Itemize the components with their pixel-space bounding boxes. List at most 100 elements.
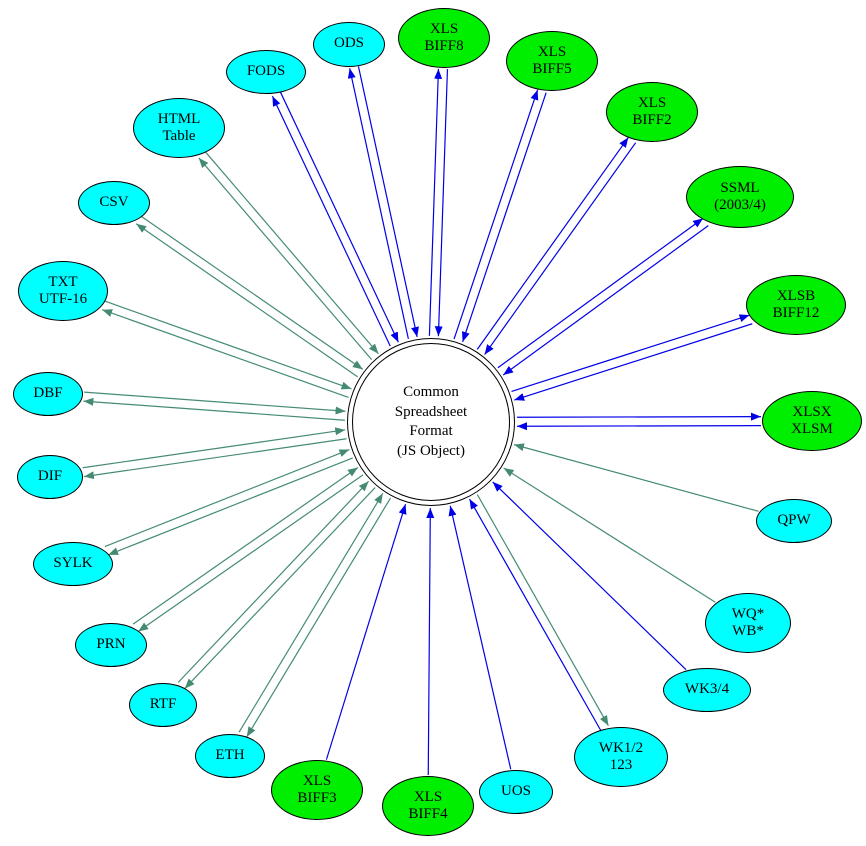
format-node-prn: PRN bbox=[75, 623, 147, 667]
edge-dbf-read bbox=[84, 391, 346, 415]
edge-xlsx-xlsm-read bbox=[517, 422, 762, 431]
edge-dif-read bbox=[82, 427, 346, 469]
format-node-qpw: QPW bbox=[756, 499, 832, 543]
node-label-line: BIFF4 bbox=[408, 806, 448, 822]
edge-qpw-read bbox=[513, 443, 759, 512]
edge-wk1-2-123-read bbox=[468, 498, 602, 731]
edge-dbf-write bbox=[83, 397, 345, 421]
edge-ssml-2003-4-write bbox=[497, 217, 704, 369]
node-label-line: Table bbox=[162, 128, 196, 144]
node-label-line: BIFF3 bbox=[297, 790, 337, 806]
format-node-csv: CSV bbox=[78, 181, 150, 225]
node-label-line: PRN bbox=[96, 636, 126, 653]
edge-sylk-write bbox=[107, 457, 353, 556]
edge-wk3-4-read bbox=[492, 481, 687, 671]
node-label-line: XLSX bbox=[792, 403, 832, 420]
format-node-dif: DIF bbox=[17, 455, 83, 499]
edge-xlsx-xlsm-write bbox=[516, 412, 761, 421]
edge-txt-utf-16-read bbox=[104, 300, 352, 390]
center-label-line: Spreadsheet bbox=[394, 403, 468, 420]
edge-wk1-2-123-write bbox=[476, 494, 609, 726]
node-label-line: XLS bbox=[537, 43, 567, 60]
format-node-sylk: SYLK bbox=[33, 542, 113, 586]
node-label-line: XLSM bbox=[791, 421, 833, 437]
node-label-line: UTF-16 bbox=[38, 291, 88, 307]
edge-xls-biff8-read bbox=[434, 69, 449, 337]
format-node-dbf: DBF bbox=[13, 372, 83, 416]
edge-xls-biff5-write bbox=[453, 89, 539, 340]
node-label-line: XLS bbox=[637, 94, 667, 111]
format-node-rtf: RTF bbox=[129, 683, 197, 727]
edge-html-table-read bbox=[205, 151, 379, 355]
edge-csv-read bbox=[140, 215, 364, 370]
node-label-line: WQ* bbox=[731, 605, 765, 622]
node-label-line: SYLK bbox=[53, 555, 93, 572]
edge-prn-write bbox=[137, 474, 364, 633]
edge-fods-read bbox=[280, 92, 399, 343]
format-node-wq-wb: WQ*WB* bbox=[705, 593, 791, 653]
edge-txt-utf-16-write bbox=[101, 309, 349, 398]
edge-uos-read bbox=[448, 505, 512, 770]
node-label-line: BIFF8 bbox=[424, 38, 464, 54]
node-label-line: FODS bbox=[246, 63, 286, 80]
edge-rtf-write bbox=[184, 487, 376, 689]
node-label-line: WK3/4 bbox=[684, 681, 730, 698]
edge-xls-biff2-write bbox=[476, 137, 629, 350]
node-label-line: (2003/4) bbox=[714, 197, 766, 213]
edge-ods-read bbox=[357, 66, 419, 338]
node-label-line: XLS bbox=[429, 20, 459, 37]
edge-eth-write bbox=[246, 497, 392, 738]
edge-xls-biff8-write bbox=[428, 68, 443, 336]
edge-xls-biff4-read bbox=[426, 507, 435, 776]
edge-rtf-read bbox=[177, 480, 370, 683]
edge-sylk-read bbox=[104, 448, 350, 548]
edge-csv-write bbox=[135, 223, 359, 378]
edge-html-table-write bbox=[198, 157, 373, 361]
format-node-uos: UOS bbox=[479, 770, 553, 814]
node-label-line: TXT bbox=[48, 273, 78, 290]
edge-xls-biff3-read bbox=[325, 503, 407, 760]
edge-xls-biff2-read bbox=[484, 142, 637, 355]
edge-eth-read bbox=[238, 493, 384, 733]
edge-xlsb-biff12-write bbox=[511, 314, 750, 393]
node-label-line: 123 bbox=[609, 757, 633, 773]
edge-prn-read bbox=[132, 466, 359, 625]
node-label-line: DBF bbox=[33, 385, 63, 402]
format-node-fods: FODS bbox=[226, 50, 306, 94]
edge-ods-write bbox=[347, 68, 409, 340]
edge-xls-biff5-read bbox=[461, 92, 547, 343]
edge-ssml-2003-4-read bbox=[502, 225, 709, 376]
edge-dif-write bbox=[83, 438, 347, 480]
node-label-line: RTF bbox=[149, 696, 177, 713]
node-label-line: XLS bbox=[302, 772, 332, 789]
node-label-line: WB* bbox=[732, 623, 764, 639]
node-label-line: ETH bbox=[215, 747, 245, 764]
node-label-line: BIFF5 bbox=[532, 61, 572, 77]
node-label-line: DIF bbox=[37, 468, 63, 485]
node-label-line: CSV bbox=[99, 194, 129, 211]
edge-xlsb-biff12-read bbox=[514, 323, 753, 401]
edge-fods-write bbox=[271, 95, 391, 347]
center-label-line: (JS Object) bbox=[397, 442, 465, 459]
node-label-line: BIFF2 bbox=[632, 112, 672, 128]
center-label-line: Common bbox=[403, 384, 459, 400]
center-label-line: Format bbox=[409, 423, 453, 439]
center-node: Common Spreadsheet Format (JS Object) bbox=[347, 338, 515, 506]
node-label-line: HTML bbox=[157, 110, 201, 127]
node-label-line: BIFF12 bbox=[772, 305, 820, 321]
format-node-eth: ETH bbox=[195, 734, 265, 778]
format-node-ods: ODS bbox=[313, 21, 385, 67]
format-node-wk3-4: WK3/4 bbox=[663, 668, 751, 712]
